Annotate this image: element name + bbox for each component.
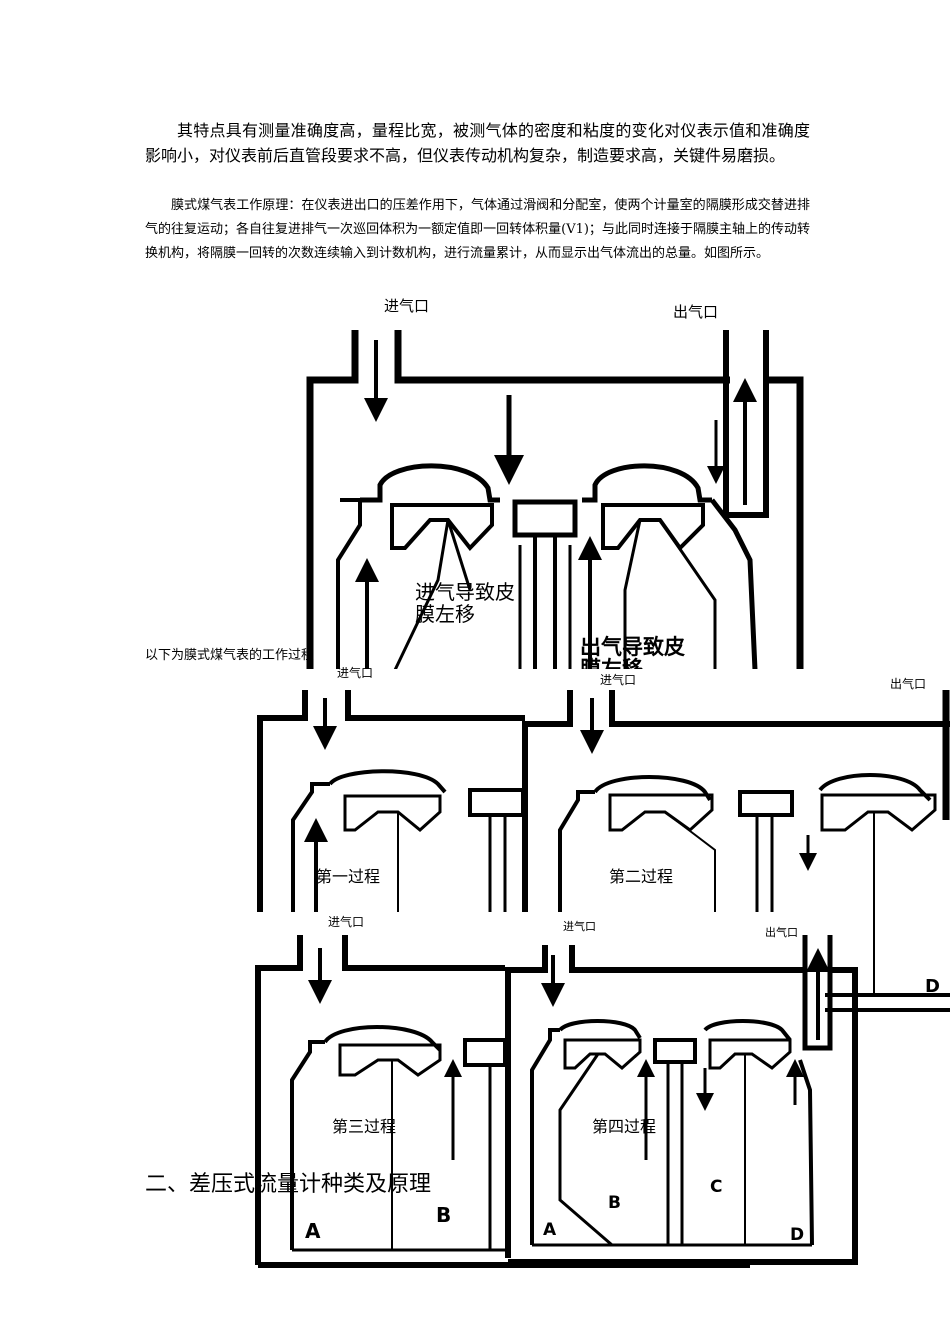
stage2-label: 第二过程 (609, 867, 674, 886)
section-heading: 二、差压式流量计种类及原理 (145, 1172, 432, 1197)
stage4-chamber-d: D (790, 1225, 804, 1245)
stage4-inlet-label: 进气口 (563, 919, 596, 933)
stage2-chamber-d: D (925, 976, 940, 997)
stage2-inlet-label: 进气口 (600, 672, 636, 687)
stage2-outlet-label: 出气口 (890, 676, 926, 691)
stage4-diagram (505, 935, 858, 1265)
stage2-diagram (522, 690, 950, 1012)
intro-paragraph: 其特点具有测量准确度高，量程比宽，被测气体的密度和粘度的变化对仪表示值和准确度影… (145, 121, 810, 165)
main-inlet-label: 进气口 (384, 297, 429, 315)
main-note-left-line2: 膜左移 (415, 602, 475, 626)
stage3-inlet-label: 进气口 (328, 914, 364, 929)
process-caption: 以下为膜式煤气表的工作过程 (145, 648, 315, 663)
stage4-chamber-b: B (608, 1193, 621, 1213)
working-principle-paragraph: 膜式煤气表工作原理：在仪表进出口的压差作用下，气体通过滑阀和分配室，使两个计量室… (145, 198, 810, 261)
main-note-right-line1: 出气导致皮 (580, 635, 685, 659)
main-note-left-line1: 进气导致皮 (415, 580, 515, 604)
stage3-chamber-a: A (305, 1219, 321, 1243)
main-meter-diagram (306, 330, 804, 671)
stage1-label: 第一过程 (316, 867, 381, 886)
stage1-inlet-label: 进气口 (337, 665, 373, 680)
main-outlet-label: 出气口 (673, 303, 718, 321)
stage4-outlet-label: 出气口 (765, 925, 798, 939)
stage4-chamber-c: C (710, 1177, 722, 1197)
stage3-diagram (255, 935, 750, 1268)
stage3-label: 第三过程 (332, 1117, 397, 1136)
stage4-label: 第四过程 (592, 1117, 657, 1136)
stage1-diagram (257, 690, 525, 912)
stage4-chamber-a: A (543, 1220, 557, 1240)
stage3-chamber-b: B (436, 1203, 451, 1227)
